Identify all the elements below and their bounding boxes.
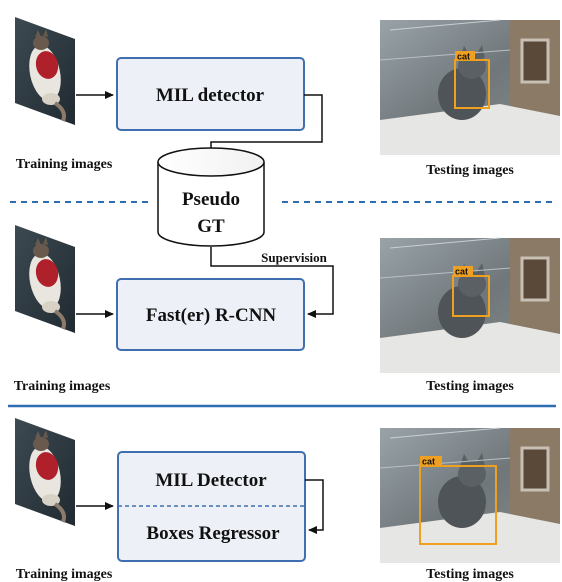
detection-label-3: cat — [422, 457, 435, 467]
training-image-1 — [13, 15, 77, 127]
pseudo-gt-label-line1: Pseudo — [182, 189, 240, 210]
supervision-label: Supervision — [261, 250, 328, 265]
detection-tag-1 — [455, 51, 475, 61]
testing-images-label-3: Testing images — [426, 567, 514, 582]
boxes-regressor-label: Boxes Regressor — [146, 523, 280, 544]
detection-label-2: cat — [455, 267, 468, 277]
testing-image-3: cat — [378, 426, 562, 565]
detection-box-3 — [419, 465, 497, 545]
testing-images-label-2: Testing images — [426, 379, 514, 394]
arrow-detector-to-regressor — [305, 479, 324, 534]
mil-detector-label-3: MIL Detector — [155, 470, 267, 491]
section-2: Training images Fast(er) R-CNN Supervisi… — [13, 223, 562, 394]
detection-tag-2 — [453, 266, 473, 276]
training-images-label-2: Training images — [14, 379, 111, 394]
section-3: Training images MIL Detector Boxes Regre… — [13, 416, 562, 582]
detection-tag-3 — [420, 456, 442, 466]
detection-label-1: cat — [457, 52, 470, 62]
training-image-2 — [13, 223, 77, 335]
pseudo-gt-cylinder: Pseudo GT — [157, 147, 265, 247]
fast-rcnn-label: Fast(er) R-CNN — [146, 305, 277, 326]
testing-image-1: cat — [378, 18, 562, 157]
testing-image-2: cat — [378, 236, 562, 375]
testing-images-label-1: Testing images — [426, 163, 514, 178]
arrow-pseudo-gt-to-fast-rcnn — [210, 247, 334, 318]
training-image-3 — [13, 416, 77, 528]
fast-rcnn-box — [116, 278, 305, 351]
section-1: Training images MIL detector cat Testing… — [13, 15, 562, 178]
pseudo-gt-label-line2: GT — [197, 216, 225, 237]
mil-detector-box — [116, 57, 305, 131]
training-images-label-1: Training images — [16, 157, 113, 172]
mil-detector-label: MIL detector — [156, 85, 265, 106]
training-images-label-3: Training images — [16, 567, 113, 582]
